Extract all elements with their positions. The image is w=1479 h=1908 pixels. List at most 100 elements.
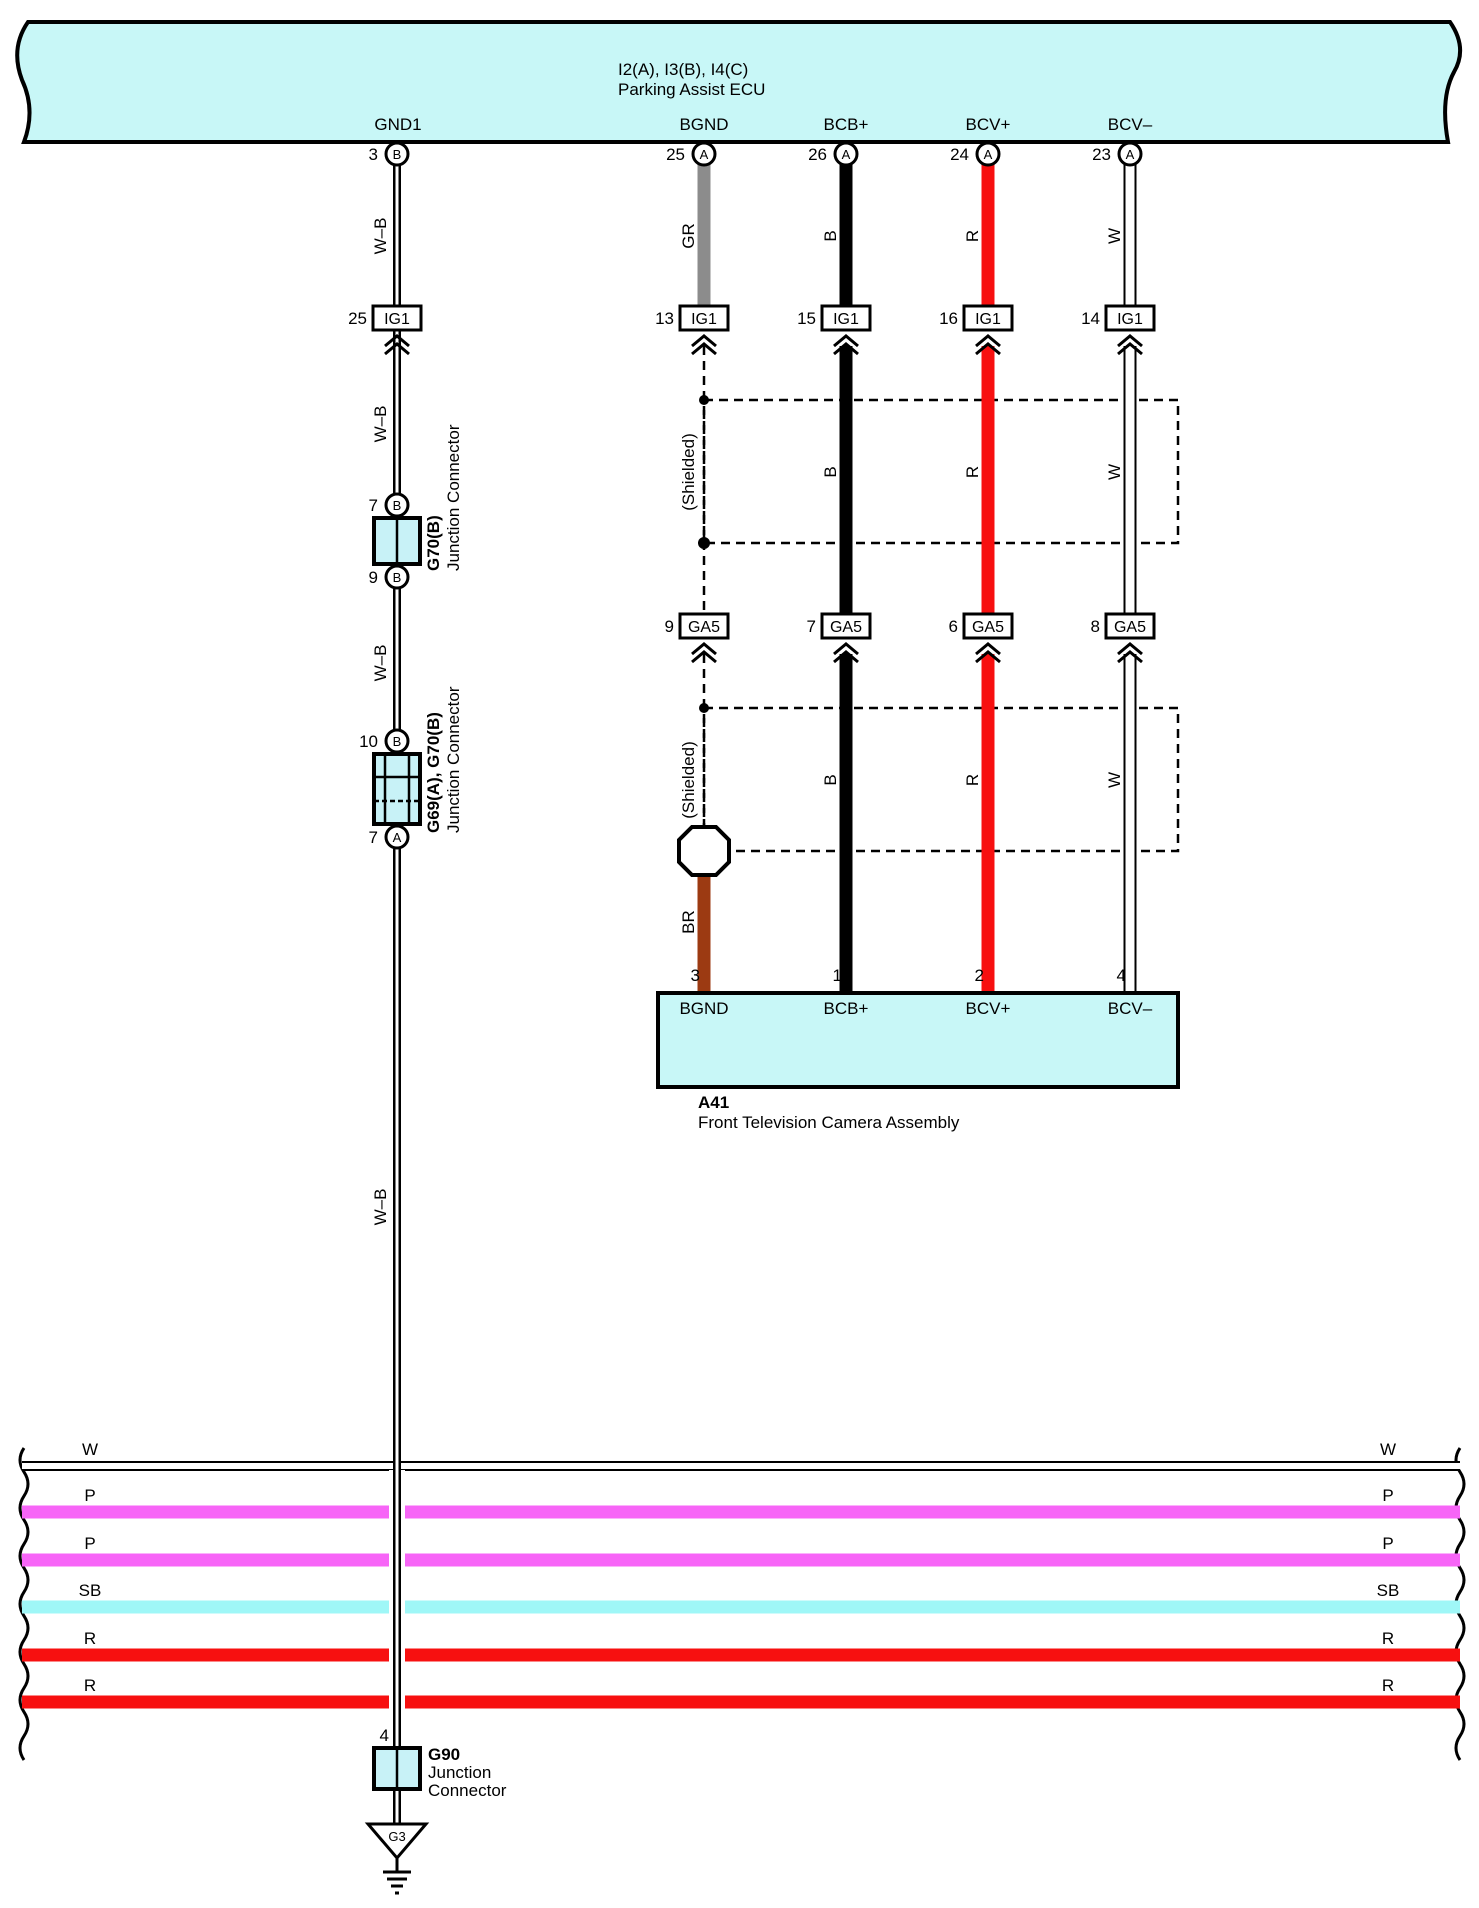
camera-code: A41: [698, 1093, 729, 1112]
ga5-connector-bgnd-pin: 9: [665, 617, 674, 636]
ecu-terminal-bcvp: BCV+: [966, 115, 1011, 134]
ga5-connector-bgnd-name: GA5: [688, 619, 720, 636]
wire-bcbp: B B B: [821, 164, 853, 993]
bus-wire-1: W W: [22, 1440, 1460, 1471]
g69-top-pin: 10: [359, 732, 378, 751]
ga5-connector-bcbp-pin: 7: [807, 617, 816, 636]
wire-label-wb-2: W–B: [371, 406, 390, 443]
wire-label-wb-4: W–B: [371, 1189, 390, 1226]
wire-label-r-1: R: [963, 230, 982, 242]
ig1-connector-bcvp-pin: 16: [939, 309, 958, 328]
g70-bottom-conn: B: [393, 570, 402, 585]
ga5-connectors: GA5 9 GA5 7 GA5 6 GA5 8: [665, 612, 1156, 664]
ig1-connector-bgnd-name: IG1: [691, 311, 717, 328]
bus-wire-4-label-left: SB: [79, 1581, 102, 1600]
junction-g69-g70: B 10 A 7 G69(A), G70(B) Junction Connect…: [359, 686, 463, 850]
ig1-connector-gnd-pin: 25: [348, 309, 367, 328]
camera-pin-bcvm: 4: [1117, 966, 1126, 985]
parking-assist-ecu: I2(A), I3(B), I4(C) Parking Assist ECU G…: [15, 20, 1462, 144]
wire-label-b-3: B: [821, 774, 840, 785]
junction-g70: B 7 B 9 G70(B) Junction Connector: [369, 424, 463, 590]
ecu-pin-bcvm-conn: A: [1126, 147, 1135, 162]
bus-wire-6-label-left: R: [84, 1676, 96, 1695]
g69-bottom-conn: A: [393, 830, 402, 845]
shielded-label-upper: (Shielded): [679, 433, 698, 511]
camera-terminal-bcvp: BCV+: [966, 999, 1011, 1018]
ecu-pin-bgnd-num: 25: [666, 145, 685, 164]
g90-pin: 4: [380, 1726, 389, 1745]
ga5-connector-bcvp-pin: 6: [949, 617, 958, 636]
g70-top-conn: B: [393, 498, 402, 513]
ig1-connector-gnd: IG1 25: [348, 304, 423, 356]
ecu-pin-gnd1: B 3: [369, 141, 410, 167]
ecu-terminal-gnd1: GND1: [374, 115, 421, 134]
bus-wire-4-label-right: SB: [1377, 1581, 1400, 1600]
g70-bottom-pin: 9: [369, 568, 378, 587]
ig1-connector-bcvm-name: IG1: [1117, 311, 1143, 328]
ecu-terminal-bcbp: BCB+: [824, 115, 869, 134]
ig1-connector-bcvm: IG1 14: [1081, 304, 1156, 356]
wire-label-w-1: W: [1105, 228, 1124, 244]
g90-name-line2: Connector: [428, 1781, 507, 1800]
g69-name: Junction Connector: [444, 686, 463, 833]
ecu-pin-bcvm-num: 23: [1092, 145, 1111, 164]
ecu-title: I2(A), I3(B), I4(C): [618, 60, 748, 79]
g69-bottom-pin: 7: [369, 828, 378, 847]
ig1-connector-bcvp-name: IG1: [975, 311, 1001, 328]
ecu-pin-bgnd: A 25: [666, 141, 717, 167]
wire-label-w-2: W: [1105, 464, 1124, 480]
camera-assembly: 3 1 2 4 BGND BCB+ BCV+ BCV– A41 Front Te…: [656, 966, 1180, 1132]
g70-code: G70(B): [424, 515, 443, 571]
ig1-connector-bcvm-pin: 14: [1081, 309, 1100, 328]
ecu-pin-bgnd-conn: A: [700, 147, 709, 162]
camera-pin-bcvp: 2: [975, 966, 984, 985]
bus-wire-6-label-right: R: [1382, 1676, 1394, 1695]
g90-name-line1: Junction: [428, 1763, 491, 1782]
ecu-pin-bcbp: A 26: [808, 141, 859, 167]
camera-pin-bcbp: 1: [833, 966, 842, 985]
camera-terminal-bgnd: BGND: [679, 999, 728, 1018]
g69-top-conn: B: [393, 734, 402, 749]
g69-code: G69(A), G70(B): [424, 712, 443, 833]
wire-bgnd: GR BR: [677, 164, 731, 993]
camera-terminal-bcvm: BCV–: [1108, 999, 1153, 1018]
ecu-pin-bcvp: A 24: [950, 141, 1001, 167]
wire-label-r-3: R: [963, 774, 982, 786]
ecu-pin-gnd1-conn: B: [393, 147, 402, 162]
shield-ground-splice: [677, 825, 731, 877]
ig1-connector-gnd-name: IG1: [384, 311, 410, 328]
ecu-pin-bcvp-num: 24: [950, 145, 969, 164]
bus-wire-2-label-right: P: [1382, 1486, 1393, 1505]
ga5-connector-bgnd: GA5 9: [665, 612, 730, 664]
ig1-connector-bcvp: IG1 16: [939, 304, 1014, 356]
ground-label: G3: [388, 1829, 405, 1844]
camera-terminal-bcbp: BCB+: [824, 999, 869, 1018]
bus-wire-3: P P: [22, 1534, 1460, 1567]
ecu-terminal-bcvm: BCV–: [1108, 115, 1153, 134]
wire-label-wb-1: W–B: [371, 218, 390, 255]
ground-g3: G3: [364, 1822, 430, 1895]
wire-bcvp: R R R: [963, 164, 995, 993]
wire-bcvm: W W W: [1105, 164, 1137, 993]
ig1-connector-bcbp: IG1 15: [797, 304, 872, 356]
shielded-label-lower: (Shielded): [679, 741, 698, 819]
junction-g90: 4 G90 Junction Connector: [372, 1726, 507, 1800]
bus-wire-4: SB SB: [22, 1581, 1460, 1614]
ig1-connectors: IG1 25 IG1 13 IG1 15 IG1 16 IG1 14: [348, 304, 1156, 356]
ga5-connector-bcvp: GA5 6: [949, 612, 1014, 664]
wire-bus: W W P P P P SB SB R R R R: [18, 1440, 1466, 1761]
ecu-pins: B 3 A 25 A 26 A 24 A 23: [369, 141, 1143, 167]
bus-wire-1-label-right: W: [1380, 1440, 1396, 1459]
bus-left-break: [18, 1447, 30, 1761]
ecu-pin-bcbp-conn: A: [842, 147, 851, 162]
shield-box-upper: (Shielded): [679, 395, 1180, 549]
wire-label-r-2: R: [963, 466, 982, 478]
camera-name: Front Television Camera Assembly: [698, 1113, 960, 1132]
ecu-pin-bcbp-num: 26: [808, 145, 827, 164]
ga5-connector-bcvm-pin: 8: [1091, 617, 1100, 636]
bus-wire-1-label-left: W: [82, 1440, 98, 1459]
bus-wire-6: R R: [22, 1676, 1460, 1709]
wire-label-b-2: B: [821, 466, 840, 477]
ig1-connector-bcbp-name: IG1: [833, 311, 859, 328]
